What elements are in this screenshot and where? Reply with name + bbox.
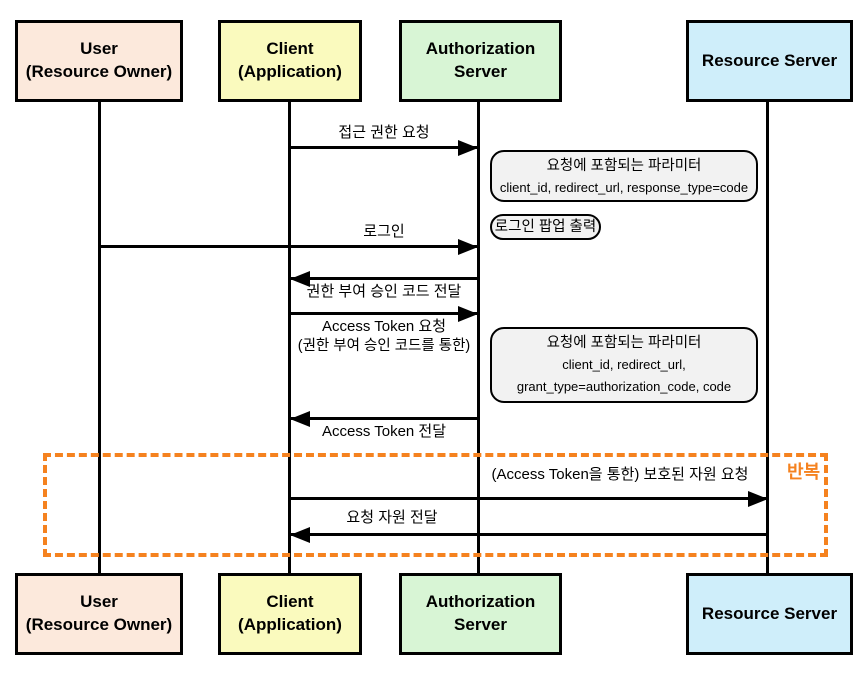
actor-auth-server-top: Authorization Server (399, 20, 562, 102)
actor-user-label-line1: User (80, 39, 118, 59)
actor-user-label-line2: (Resource Owner) (25, 62, 173, 81)
message-label-auth-code-delivery: 권한 부여 승인 코드 전달 (306, 283, 462, 300)
arrow-access-permission-request (290, 146, 478, 149)
message-label-login: 로그인 (363, 223, 405, 240)
note-title: 요청에 포함되는 파라미터 (546, 335, 702, 351)
note-params: client_id, redirect_url, response_type=c… (499, 180, 749, 195)
note-auth-request-params: 요청에 포함되는 파라미터 client_id, redirect_url, r… (490, 150, 758, 202)
arrow-auth-code-delivery (290, 277, 478, 280)
actor-resource-server-bottom: Resource Server (686, 573, 853, 655)
actor-client-top: Client (Application) (218, 20, 362, 102)
actor-user-label-line2: (Resource Owner) (25, 615, 173, 634)
actor-client-label-line1: Client (266, 39, 314, 59)
arrow-requested-resource-delivery (290, 533, 768, 536)
message-label-protected-resource-request: (Access Token을 통한) 보호된 자원 요청 (491, 466, 749, 483)
message-label-requested-resource-delivery: 요청 자원 전달 (346, 509, 438, 526)
message-sublabel-access-token-request: (권한 부여 승인 코드를 통한) (297, 338, 471, 354)
note-title: 요청에 포함되는 파라미터 (546, 158, 702, 174)
actor-user-bottom: User (Resource Owner) (15, 573, 183, 655)
note-token-request-params: 요청에 포함되는 파라미터 client_id, redirect_url, g… (490, 327, 758, 403)
lifeline-resource-server (766, 102, 769, 573)
arrow-login (99, 245, 478, 248)
actor-client-bottom: Client (Application) (218, 573, 362, 655)
actor-auth-server-label: Authorization Server (425, 592, 536, 634)
actor-auth-server-bottom: Authorization Server (399, 573, 562, 655)
actor-user-label-line1: User (80, 592, 118, 612)
message-label-access-token-delivery: Access Token 전달 (321, 423, 447, 440)
actor-user-top: User (Resource Owner) (15, 20, 183, 102)
actor-resource-server-label: Resource Server (701, 50, 838, 70)
note-login-popup: 로그인 팝업 출력 (490, 214, 601, 240)
lifeline-client (288, 102, 291, 573)
arrow-protected-resource-request (290, 497, 768, 500)
arrow-access-token-request (290, 312, 478, 315)
note-params-line1: client_id, redirect_url, (562, 357, 686, 372)
message-label-access-token-request: Access Token 요청 (321, 318, 447, 335)
actor-client-label-line2: (Application) (238, 615, 342, 634)
actor-client-label-line2: (Application) (238, 62, 342, 81)
actor-client-label-line1: Client (266, 592, 314, 612)
message-label-access-permission-request: 접근 권한 요청 (338, 124, 430, 141)
actor-resource-server-label: Resource Server (701, 603, 838, 623)
actor-auth-server-label: Authorization Server (425, 39, 536, 81)
lifeline-auth-server (477, 102, 480, 573)
arrow-access-token-delivery (290, 417, 478, 420)
lifeline-user (98, 102, 101, 573)
loop-label: 반복 (787, 462, 821, 482)
actor-resource-server-top: Resource Server (686, 20, 853, 102)
note-label: 로그인 팝업 출력 (494, 219, 597, 235)
loop-boundary (43, 453, 828, 557)
note-params-line2: grant_type=authorization_code, code (516, 379, 732, 394)
